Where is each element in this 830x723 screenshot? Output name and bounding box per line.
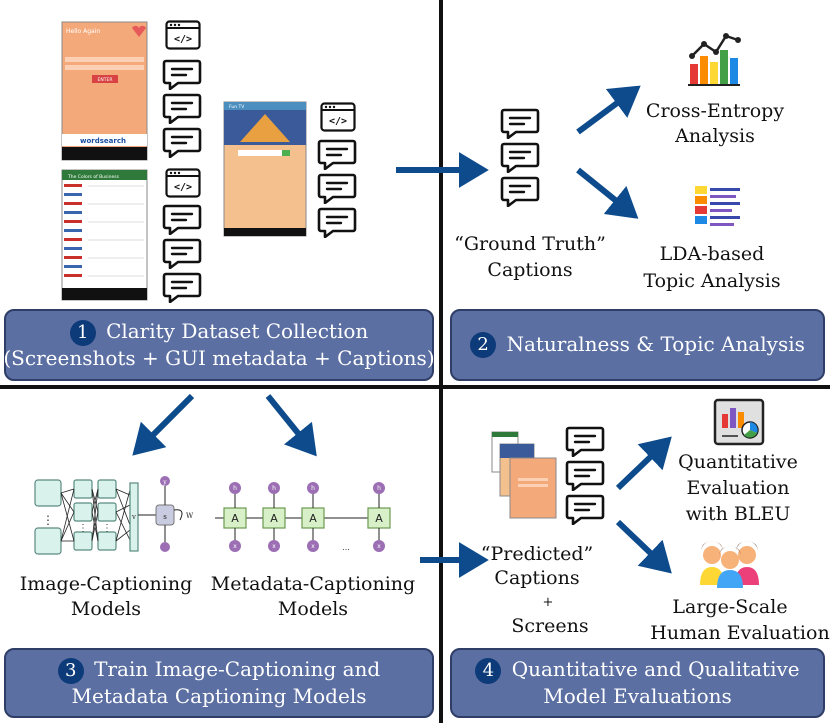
svg-text:...: ... bbox=[342, 543, 350, 552]
svg-text:⋮: ⋮ bbox=[102, 523, 112, 534]
svg-text:h: h bbox=[233, 485, 237, 492]
human-eval-line2: Human Evaluation bbox=[650, 622, 829, 644]
svg-text:s: s bbox=[163, 513, 167, 521]
svg-text:y: y bbox=[162, 479, 167, 486]
people-icon bbox=[700, 541, 759, 588]
metadata-captioning-line1: Metadata-Captioning bbox=[211, 573, 415, 595]
stage-3-line2: Metadata Captioning Models bbox=[71, 683, 367, 708]
speech-bubble-icon bbox=[319, 141, 355, 237]
speech-bubble-icon bbox=[502, 110, 538, 206]
ground-truth-line1: “Ground Truth” bbox=[454, 233, 606, 255]
svg-text:Fun TV: Fun TV bbox=[229, 104, 245, 110]
svg-text:⋮: ⋮ bbox=[78, 523, 88, 534]
svg-text:A: A bbox=[270, 512, 278, 525]
speech-bubble-icon bbox=[164, 206, 200, 302]
bleu-line1: Quantitative bbox=[678, 451, 798, 473]
svg-text:x: x bbox=[272, 543, 276, 550]
svg-text:wordsearch: wordsearch bbox=[80, 137, 126, 145]
stage-2-box: 2 Naturalness & Topic Analysis bbox=[450, 309, 825, 381]
human-eval-line1: Large-Scale bbox=[672, 596, 787, 618]
stage-1-number: 1 bbox=[69, 319, 96, 346]
image-captioning-line1: Image-Captioning bbox=[20, 573, 193, 595]
stage-2-line1: Naturalness & Topic Analysis bbox=[506, 331, 805, 356]
speech-bubble-icon bbox=[567, 428, 603, 524]
stage-4-number: 4 bbox=[475, 657, 502, 684]
lda-line1: LDA-based bbox=[660, 243, 765, 265]
svg-text:x: x bbox=[311, 543, 315, 550]
flow-arrows bbox=[132, 85, 672, 578]
svg-text:A: A bbox=[375, 512, 383, 525]
predicted-line3: Screens bbox=[511, 615, 588, 637]
image-captioning-line2: Models bbox=[71, 598, 141, 620]
predicted-line1: “Predicted” bbox=[481, 543, 593, 565]
svg-text:x: x bbox=[233, 543, 237, 550]
lda-line2: Topic Analysis bbox=[643, 270, 780, 292]
stage-1-box: 1 Clarity Dataset Collection (Screenshot… bbox=[3, 309, 435, 381]
stage-1-line2: (Screenshots + GUI metadata + Captions) bbox=[3, 345, 435, 370]
svg-text:v: v bbox=[131, 513, 136, 521]
rnn-diagram: A A A A h h h h x x x x ... bbox=[215, 482, 391, 552]
svg-text:ENTER: ENTER bbox=[98, 77, 113, 83]
speech-bubble-icon bbox=[164, 61, 200, 157]
svg-text:h: h bbox=[377, 485, 381, 492]
svg-text:A: A bbox=[309, 512, 317, 525]
bar-chart-icon bbox=[688, 33, 741, 86]
predicted-plus: + bbox=[543, 595, 554, 610]
svg-text:⋮: ⋮ bbox=[42, 513, 54, 527]
bleu-line2: Evaluation bbox=[687, 477, 790, 499]
svg-text:W: W bbox=[186, 512, 194, 520]
cross-entropy-line2: Analysis bbox=[674, 125, 755, 147]
screenshot-tv-app: Fun TV bbox=[223, 101, 307, 237]
cnn-diagram: ⋮ ⋮ ⋮ v s y W bbox=[34, 476, 194, 555]
svg-text:x: x bbox=[377, 543, 381, 550]
svg-text:h: h bbox=[272, 485, 276, 492]
stage-2-number: 2 bbox=[470, 332, 497, 359]
predicted-line2: Captions bbox=[494, 567, 579, 589]
bleu-line3: with BLEU bbox=[686, 503, 791, 525]
stage-4-line1: Quantitative and Qualitative bbox=[511, 657, 800, 682]
code-window-icon bbox=[320, 102, 356, 132]
code-window-icon bbox=[165, 20, 201, 50]
screenshot-list-app: The Colors of Business bbox=[61, 169, 148, 301]
stage-3-number: 3 bbox=[57, 657, 84, 684]
stage-4-line2: Model Evaluations bbox=[543, 683, 732, 708]
topic-list-icon bbox=[695, 186, 740, 226]
svg-text:A: A bbox=[231, 512, 239, 525]
predicted-screens-stack bbox=[491, 431, 557, 519]
report-icon bbox=[713, 398, 765, 446]
svg-text:h: h bbox=[311, 485, 315, 492]
stage-4-box: 4 Quantitative and Qualitative Model Eva… bbox=[450, 648, 825, 718]
screenshot-login-app: Hello Again ENTER wordsearch bbox=[61, 21, 148, 161]
app1-title: Hello Again bbox=[66, 28, 100, 35]
ground-truth-line2: Captions bbox=[487, 259, 572, 281]
metadata-captioning-line2: Models bbox=[278, 598, 348, 620]
stage-3-box: 3 Train Image-Captioning and Metadata Ca… bbox=[4, 648, 434, 718]
stage-1-line1: Clarity Dataset Collection bbox=[106, 319, 369, 344]
svg-text:The Colors of Business: The Colors of Business bbox=[67, 174, 120, 180]
cross-entropy-line1: Cross-Entropy bbox=[646, 100, 784, 122]
code-window-icon bbox=[165, 168, 201, 198]
stage-3-line1: Train Image-Captioning and bbox=[94, 657, 381, 682]
